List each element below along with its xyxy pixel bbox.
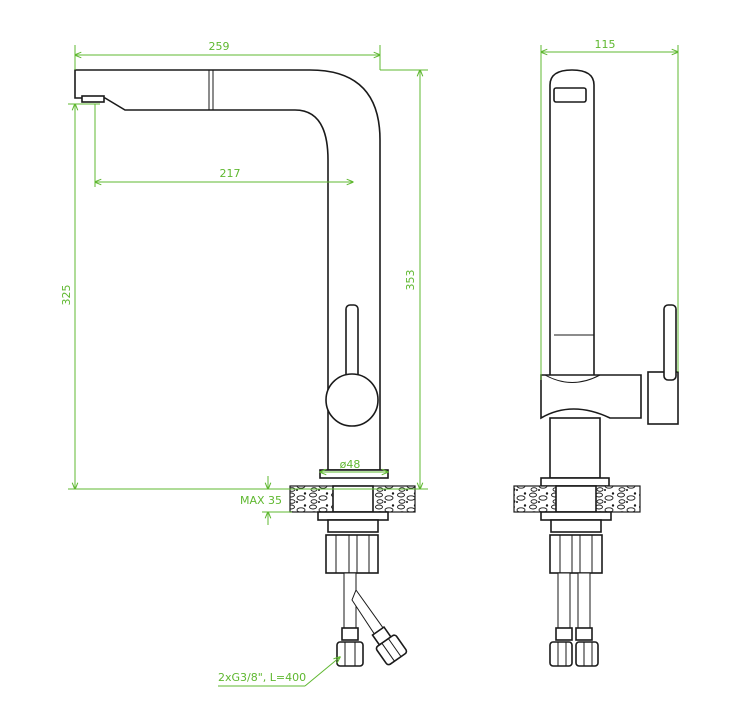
- label-max-counter: MAX 35: [240, 494, 282, 507]
- label-side-width: 115: [595, 38, 616, 51]
- side-mount-shank: [555, 485, 597, 513]
- label-total-width: 259: [209, 40, 230, 53]
- side-aerator: [553, 87, 587, 103]
- side-mixer-body: [540, 374, 642, 420]
- side-view: [513, 69, 679, 667]
- hex-nut-right: [375, 634, 408, 666]
- mount-shank: [332, 485, 374, 513]
- side-hex-nut-right: [575, 641, 599, 667]
- side-lever-handle: [663, 304, 677, 381]
- label-reach: 217: [220, 167, 241, 180]
- hex-nut-left: [336, 641, 364, 667]
- side-body-lower: [549, 417, 601, 479]
- label-total-height: 353: [404, 270, 417, 291]
- lever-handle: [345, 304, 359, 386]
- side-base-flange: [540, 477, 610, 487]
- washer: [317, 511, 389, 521]
- base-flange: [319, 469, 389, 479]
- dimension-lines: [68, 45, 678, 687]
- aerator: [81, 95, 105, 103]
- side-washer: [540, 511, 612, 521]
- label-hoses: 2xG3/8", L=400: [218, 671, 306, 684]
- side-spout-outline: [549, 69, 595, 380]
- front-view: [74, 69, 416, 667]
- label-base-diameter: ø48: [340, 458, 361, 471]
- mounting-nut: [325, 534, 379, 574]
- side-hose-right: [577, 572, 591, 629]
- nut-plate: [327, 519, 379, 533]
- mixer-body: [325, 373, 379, 427]
- label-spout-height: 325: [60, 285, 73, 306]
- side-nut-plate: [550, 519, 602, 533]
- side-mounting-nut: [549, 534, 603, 574]
- side-hose-left: [557, 572, 571, 629]
- side-hex-nut-left: [549, 641, 573, 667]
- fitting-left: [341, 627, 359, 641]
